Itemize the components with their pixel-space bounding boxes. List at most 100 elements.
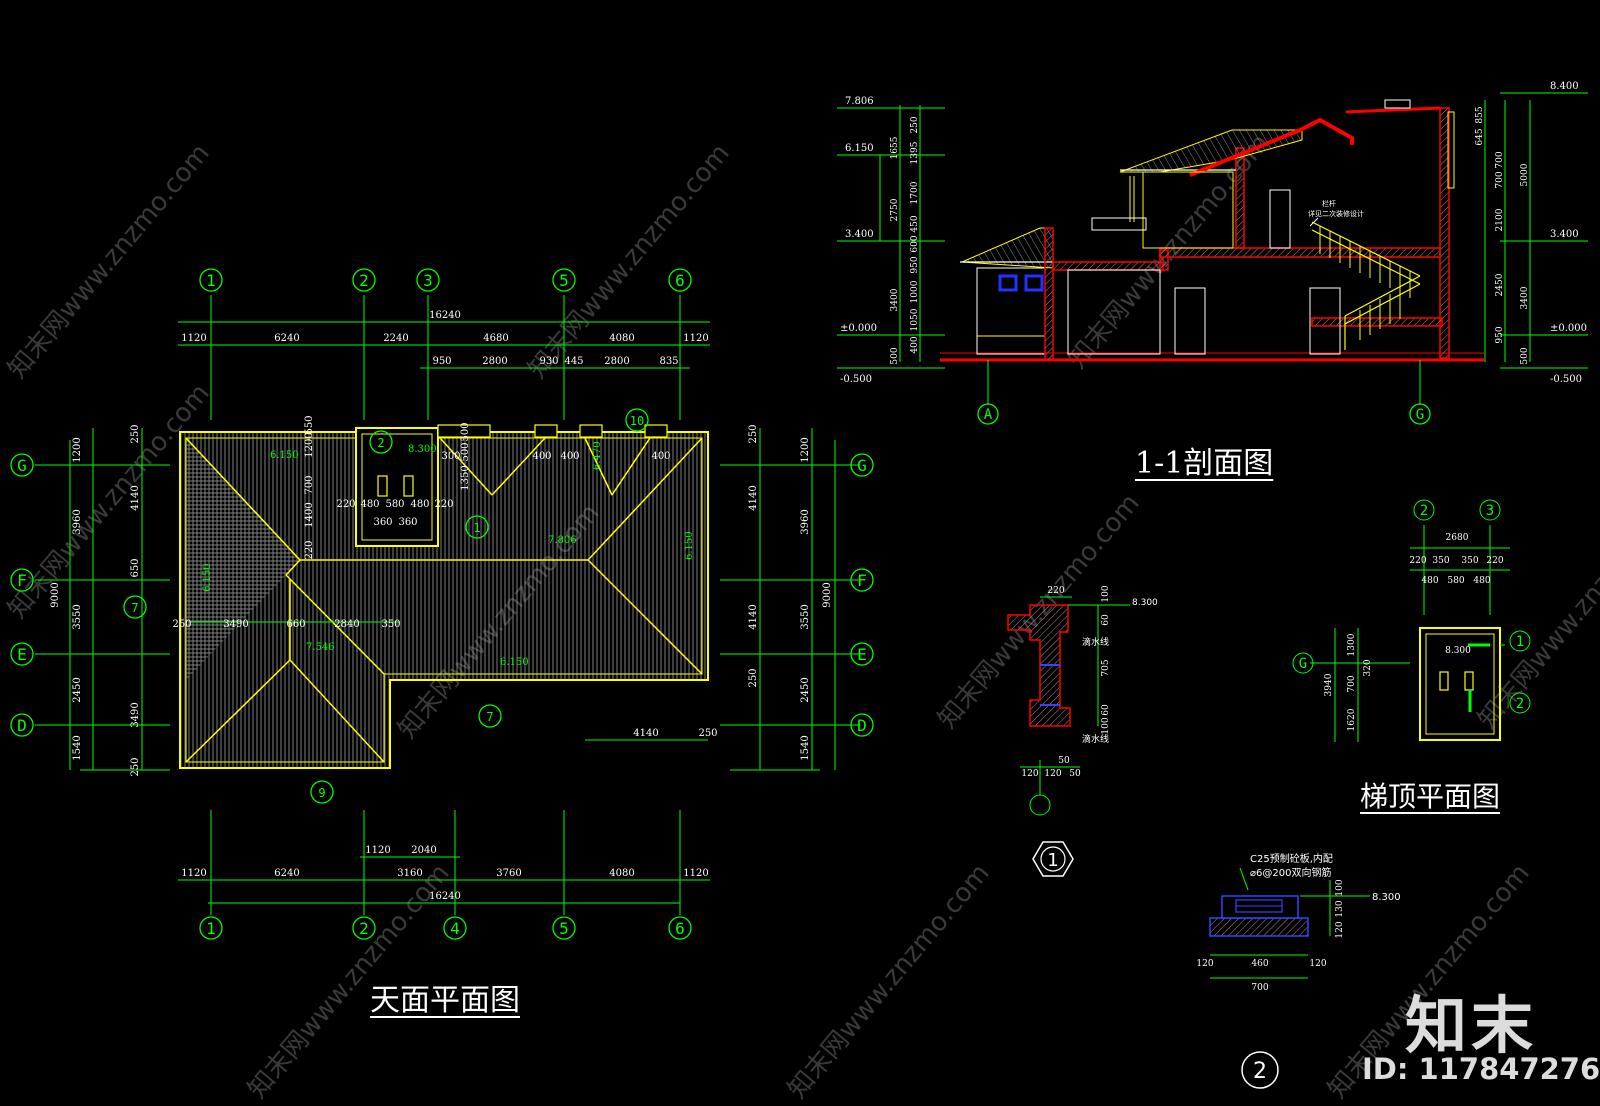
dim-text: 250 [698, 728, 717, 739]
axis-label: 1 [206, 919, 216, 938]
dim-text: 1120 [365, 845, 390, 856]
detail-tag: 2 [377, 436, 384, 450]
dim-text: 2750 [890, 198, 900, 221]
detail-tag: 2 [1253, 1059, 1267, 1084]
elevation-text: 6.150 [202, 563, 213, 592]
dim-text: 4080 [609, 333, 634, 344]
level-text: ±0.000 [1550, 323, 1587, 334]
dim-text: 5000 [1520, 163, 1530, 186]
dim-text: 220 [1047, 586, 1064, 596]
elevation-text: 6.150 [684, 531, 695, 560]
dim-text: 1120 [683, 333, 708, 344]
detail-tag: 9 [318, 786, 325, 800]
dim-text: 3960 [800, 509, 811, 534]
dim-text: 930 [539, 356, 558, 367]
dim-text: 250 [172, 619, 191, 630]
dim-text: 400 [651, 451, 670, 462]
axis-label: 2 [359, 919, 369, 938]
dim-text: 60 [1101, 614, 1111, 626]
watermark-text: 知末网www.znzmo.com [1472, 488, 1600, 734]
dim-text: 460 [1251, 959, 1268, 969]
axis-label: 1 [206, 271, 216, 290]
detail-tag: 2 [1516, 696, 1524, 712]
dim-text: 4140 [748, 485, 759, 510]
axis-label: F [857, 571, 867, 590]
dim-text: 120 [1044, 769, 1061, 779]
dim-text: 350 [1432, 556, 1449, 566]
dim-text: 500 [460, 442, 471, 461]
dim-text: 6240 [274, 333, 299, 344]
dim-text: 1120 [683, 868, 708, 879]
elevation-text: 6.150 [270, 450, 299, 461]
dim-text: 1050 [910, 308, 920, 331]
dim-text: 1350 [460, 465, 471, 490]
elevation-text: 8.300 [408, 444, 437, 455]
level-text: 8.400 [1550, 81, 1579, 92]
dim-text: 700 [304, 475, 315, 494]
section-note: 栏杆 [1322, 199, 1336, 208]
dim-text: 2240 [383, 333, 408, 344]
stair-roof-plan-title: 梯顶平面图 [1360, 780, 1501, 813]
dim-text: 700 [1495, 151, 1505, 168]
dim-text: 480 [410, 499, 429, 510]
dim-text: 700 [1495, 171, 1505, 188]
axis-label: 6 [675, 271, 685, 290]
dim-text: 950 [910, 256, 920, 273]
dim-text: 1000 [910, 280, 920, 303]
dim-text: 220 [1486, 556, 1503, 566]
detail-tag: 7 [131, 601, 138, 615]
dim-text: 2800 [482, 356, 507, 367]
roof-plan-title: 天面平面图 [370, 983, 520, 1018]
dim-text: 1200 [304, 432, 315, 457]
dim-text: 450 [910, 215, 920, 232]
dim-text: 1400 [304, 502, 315, 527]
dim-text: 250 [130, 424, 141, 443]
dim-text: 60 [1101, 704, 1111, 716]
window [998, 274, 1018, 292]
roof-plan: 1 2 3 5 6 1 2 4 5 6 G F E D G F E D 2 1 … [10, 268, 874, 940]
axis-label: D [857, 716, 867, 735]
dim-text: 1620 [1347, 708, 1357, 731]
level-text: 8.300 [1132, 598, 1158, 608]
window [1024, 274, 1044, 292]
dim-text: 4680 [483, 333, 508, 344]
dim-text: 835 [659, 356, 678, 367]
dim-text: 645 [1475, 128, 1485, 145]
dim-text: 360 [398, 517, 417, 528]
dim-text: 250 [748, 424, 759, 443]
dim-text: 100 [1101, 717, 1111, 734]
dim-text: 3550 [800, 604, 811, 629]
dim-text: 550 [304, 415, 315, 434]
dim-text: 220 [336, 499, 355, 510]
dim-text: 1200 [800, 437, 811, 462]
dim-text: 350 [1461, 556, 1478, 566]
level-text: -0.500 [840, 374, 872, 385]
dim-text: 3760 [496, 868, 521, 879]
dim-text: 9000 [50, 582, 61, 607]
dim-text: 6240 [274, 868, 299, 879]
dim-text: 300 [441, 451, 460, 462]
dim-text: 50 [1058, 756, 1070, 766]
dim-text: 600 [910, 235, 920, 252]
dim-text: 16240 [429, 310, 461, 321]
dim-text: 3400 [1520, 286, 1530, 309]
axis-label: G [1299, 656, 1307, 672]
dim-text: 855 [1475, 106, 1485, 123]
level-text: 3.400 [845, 229, 874, 240]
dim-text: 250 [910, 116, 920, 133]
dim-text: 480 [1473, 576, 1490, 586]
dim-text: 1120 [181, 868, 206, 879]
dim-text: 360 [373, 517, 392, 528]
dim-text: 1300 [1347, 633, 1357, 656]
dim-text: 2450 [800, 677, 811, 702]
railing-posts [1319, 226, 1411, 340]
dim-text: 4140 [130, 485, 141, 510]
elevation-text: 7.806 [548, 535, 577, 546]
axis-bubbles [10, 268, 874, 940]
stair-roof-box [355, 427, 439, 547]
dim-text: 3160 [397, 868, 422, 879]
dim-text: 16240 [429, 891, 461, 902]
detail-tag: 7 [486, 710, 493, 724]
grid-label: G [1416, 407, 1424, 423]
